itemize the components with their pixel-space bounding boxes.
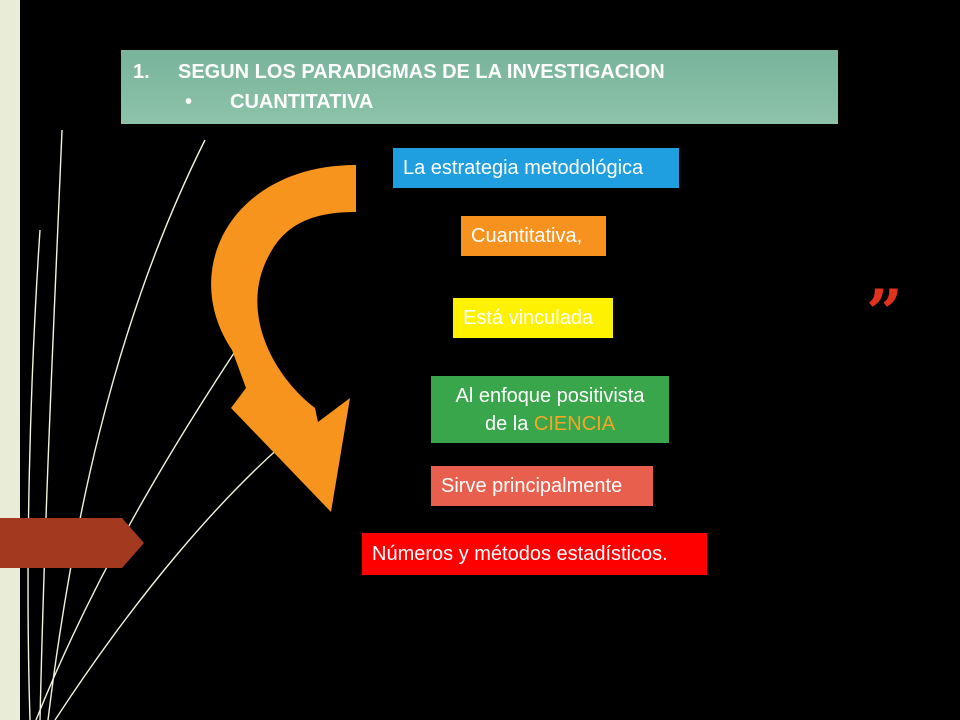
- box-enfoque-line2: de la CIENCIA: [431, 413, 669, 436]
- title-subheading: CUANTITATIVA: [230, 91, 374, 113]
- closing-quote-icon: ”: [866, 276, 903, 351]
- box-sirve-label: Sirve principalmente: [441, 475, 623, 497]
- box-sirve-fill: [431, 466, 653, 506]
- box-estrategia-fill: [393, 148, 679, 188]
- title-heading: SEGUN LOS PARADIGMAS DE LA INVESTIGACION: [178, 61, 665, 83]
- box-vinculada-label: Está vinculada: [463, 307, 594, 329]
- left-tab-arrow: [0, 518, 144, 568]
- box-cuantitativa-label: Cuantitativa,: [471, 225, 583, 247]
- box-cuantitativa-fill: [461, 216, 606, 256]
- box-enfoque-prefix: de la: [484, 413, 534, 435]
- box-estrategia-label: La estrategia metodológica: [403, 157, 644, 179]
- decorative-curves: [27, 129, 283, 720]
- curved-arrow-icon: [211, 165, 356, 512]
- box-enfoque-highlight: CIENCIA: [533, 413, 616, 435]
- title-number: 1.: [133, 61, 150, 83]
- box-enfoque-line1: Al enfoque positivista: [455, 385, 645, 407]
- title-heading-row: 1. SEGUN LOS PARADIGMAS DE LA INVESTIGACI…: [133, 61, 665, 84]
- title-bullet: •: [185, 91, 193, 113]
- box-numeros-label: Números y métodos estadísticos.: [372, 543, 668, 565]
- box-numeros-fill: [362, 533, 707, 575]
- box-vinculada-fill: [453, 298, 613, 338]
- title-subheading-row: • CUANTITATIVA: [133, 91, 373, 114]
- title-banner: 1. SEGUN LOS PARADIGMAS DE LA INVESTIGACI…: [121, 50, 838, 124]
- box-enfoque-fill: [431, 376, 669, 443]
